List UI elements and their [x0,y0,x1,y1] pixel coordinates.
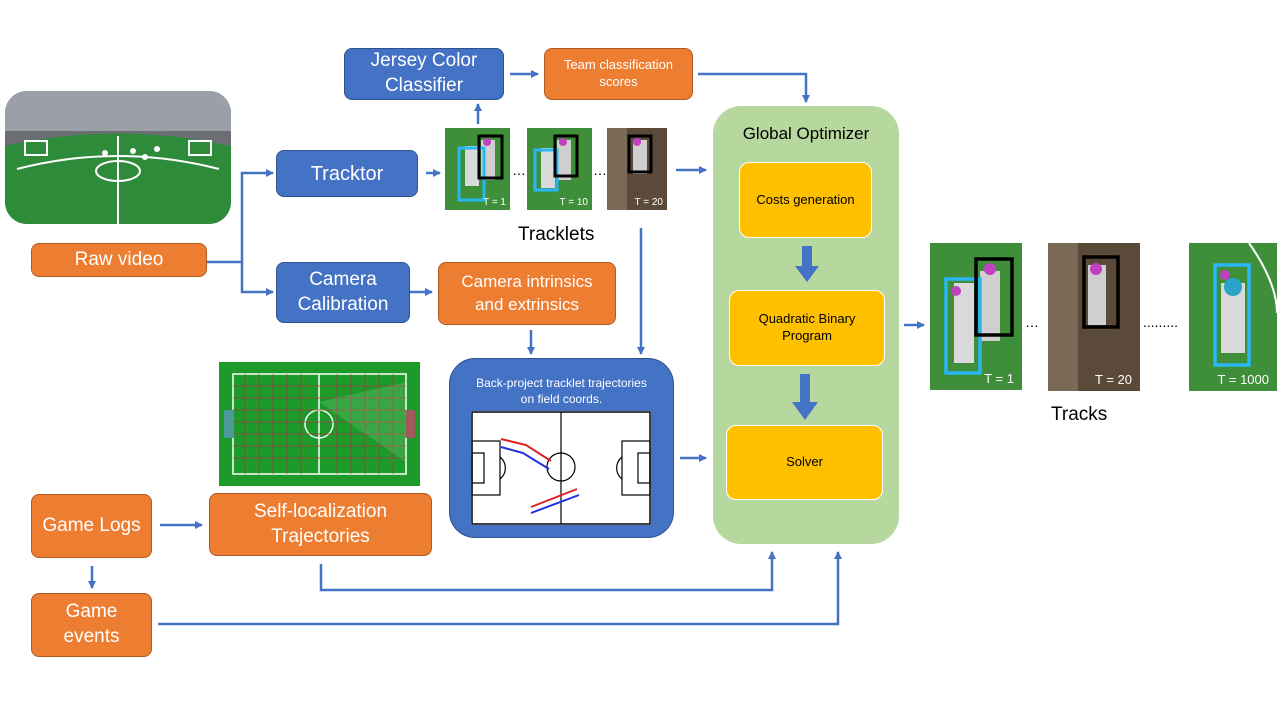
tracklet-thumbnail-3: T = 20 [607,128,667,210]
team-classification-scores-label: Team classification scores [563,57,674,89]
game-logs-label: Game Logs [42,514,141,536]
tracklet-thumbnail-1: T = 1 [445,128,510,210]
self-localization-box: Self-localization Trajectories [209,493,432,556]
game-events-box: Game events [31,593,152,657]
self-localization-field-image [219,362,420,486]
quadratic-binary-program-label: Quadratic Binary Program [758,311,856,343]
tracklet-thumbnail-2: T = 10 [527,128,592,210]
quadratic-binary-program-box: Quadratic Binary Program [729,290,885,366]
tracktor-box: Tracktor [276,150,418,197]
track-thumbnail-1: T = 1 [930,243,1022,390]
raw-video-box: Raw video [31,243,207,277]
tracklet-frame-label-3: T = 20 [634,197,663,208]
track-frame-label-1: T = 1 [984,371,1014,386]
tracklet-ellipsis-1: … [512,162,526,178]
track-thumbnail-2: T = 20 [1048,243,1140,391]
track-thumbnail-3: T = 1000 [1189,243,1277,391]
raw-video-label: Raw video [74,248,164,270]
jersey-color-classifier-label: Jersey Color Classifier [370,50,478,96]
game-logs-box: Game Logs [31,494,152,558]
solver-box: Solver [726,425,883,500]
camera-intrinsics-extrinsics-label: Camera intrinsics and extrinsics [461,272,593,314]
jersey-color-classifier-box: Jersey Color Classifier [344,48,504,100]
costs-generation-box: Costs generation [739,162,872,238]
costs-generation-label: Costs generation [756,191,855,207]
back-project-field-diagram [471,411,651,525]
back-project-label: Back-project tracklet trajectories on fi… [476,376,647,407]
game-events-label: Game events [63,601,120,647]
camera-intrinsics-extrinsics-box: Camera intrinsics and extrinsics [438,262,616,325]
tracktor-label: Tracktor [310,162,384,185]
team-classification-scores-box: Team classification scores [544,48,693,100]
track-frame-label-2: T = 20 [1095,372,1132,387]
tracklet-ellipsis-2: … [593,162,607,178]
tracklets-label: Tracklets [518,224,595,245]
arrow-scores-to-optimizer [698,72,810,103]
arrow-raw-to-tracktor [207,169,274,264]
track-frame-label-3: T = 1000 [1217,372,1269,387]
down-arrow-icon [795,246,819,282]
arrow-raw-to-calibration [240,262,274,296]
arrow-selfloc-to-optimizer [319,551,776,592]
camera-calibration-box: Camera Calibration [276,262,410,323]
track-ellipsis-1: … [1025,314,1039,330]
raw-video-thumbnail [5,91,231,224]
tracklet-frame-label-1: T = 1 [483,197,506,208]
self-localization-label: Self-localization Trajectories [253,500,388,547]
solver-label: Solver [786,454,823,470]
down-arrow-icon [792,374,818,420]
camera-calibration-label: Camera Calibration [297,268,389,315]
global-optimizer-label: Global Optimizer [742,124,870,143]
arrow-events-to-optimizer [158,551,842,626]
tracks-label: Tracks [1051,404,1108,425]
track-ellipsis-2: ......... [1143,314,1179,330]
tracklet-frame-label-2: T = 10 [559,197,588,208]
